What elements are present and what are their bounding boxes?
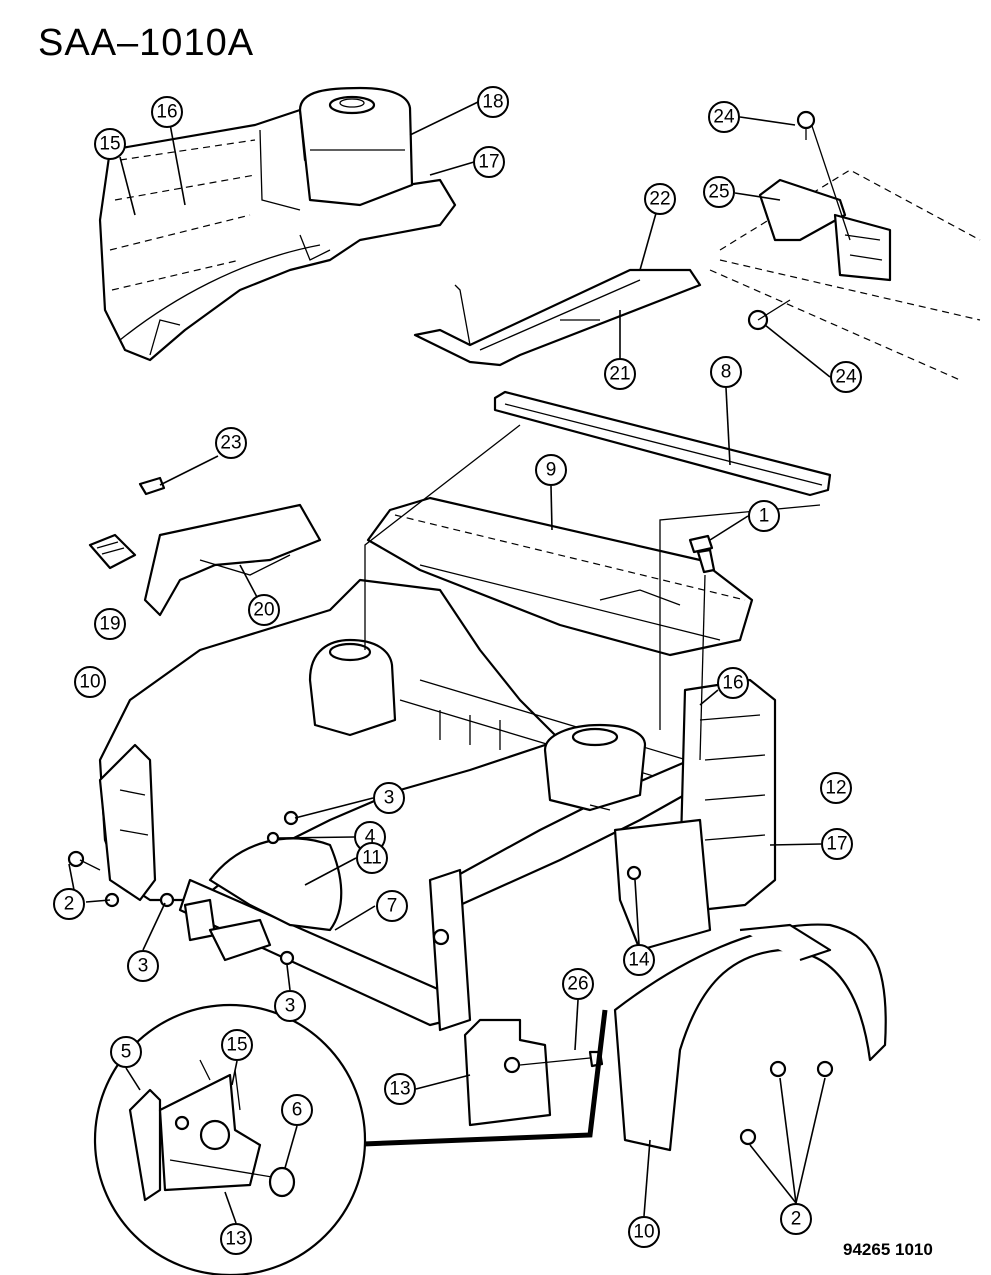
svg-text:11: 11 — [362, 848, 382, 869]
callout-9: 9 — [535, 454, 567, 486]
svg-text:6: 6 — [292, 1100, 303, 1121]
callout-7: 7 — [376, 890, 408, 922]
detail-view — [93, 1003, 367, 1275]
fender-shock-tower-assembly — [98, 86, 457, 362]
callout-17-a: 17 — [473, 146, 505, 178]
svg-text:13: 13 — [389, 1079, 410, 1100]
callout-6: 6 — [281, 1094, 313, 1126]
callout-18: 18 — [477, 86, 509, 118]
svg-text:2: 2 — [64, 894, 75, 915]
callout-8: 8 — [710, 356, 742, 388]
callout-10-b: 10 — [628, 1216, 660, 1248]
svg-text:1: 1 — [759, 506, 770, 527]
svg-text:15: 15 — [99, 134, 120, 155]
callout-3-a: 3 — [373, 782, 405, 814]
callout-15-b: 15 — [221, 1029, 253, 1061]
svg-text:23: 23 — [220, 433, 241, 454]
svg-text:3: 3 — [285, 996, 296, 1017]
bolt-1 — [688, 534, 716, 574]
callout-11: 11 — [356, 842, 388, 874]
svg-text:16: 16 — [722, 673, 743, 694]
callout-21: 21 — [604, 358, 636, 390]
cowl-weatherstrip — [493, 390, 832, 497]
callout-24-a: 24 — [708, 101, 740, 133]
svg-text:19: 19 — [99, 614, 120, 635]
svg-text:14: 14 — [628, 950, 650, 971]
callout-2-b: 2 — [780, 1203, 812, 1235]
callout-22: 22 — [644, 183, 676, 215]
svg-text:20: 20 — [253, 600, 274, 621]
svg-text:10: 10 — [79, 672, 100, 693]
callout-20: 20 — [248, 594, 280, 626]
svg-text:25: 25 — [708, 182, 729, 203]
callout-leaders — [68, 101, 831, 1224]
callout-2-a: 2 — [53, 888, 85, 920]
small-parts-left — [88, 476, 322, 617]
callout-1: 1 — [748, 500, 780, 532]
svg-text:3: 3 — [138, 956, 149, 977]
svg-text:22: 22 — [649, 189, 670, 210]
assembly-leaders — [337, 424, 821, 1148]
callout-23: 23 — [215, 427, 247, 459]
callout-3-b: 3 — [127, 950, 159, 982]
callout-16-a: 16 — [151, 96, 183, 128]
svg-text:10: 10 — [633, 1222, 654, 1243]
svg-text:9: 9 — [546, 460, 557, 481]
svg-text:2: 2 — [791, 1209, 802, 1230]
svg-text:3: 3 — [384, 788, 395, 809]
svg-text:7: 7 — [387, 896, 398, 917]
svg-text:12: 12 — [825, 778, 846, 799]
callout-16-b: 16 — [717, 667, 749, 699]
svg-text:8: 8 — [721, 362, 732, 383]
callout-14: 14 — [623, 944, 655, 976]
callout-19: 19 — [94, 608, 126, 640]
callout-17-b: 17 — [821, 828, 853, 860]
callout-5: 5 — [110, 1036, 142, 1068]
engine-compartment-body — [98, 578, 887, 1152]
fasteners — [67, 810, 834, 1146]
callout-26: 26 — [562, 968, 594, 1000]
svg-text:5: 5 — [121, 1042, 132, 1063]
svg-text:21: 21 — [609, 364, 630, 385]
svg-text:16: 16 — [156, 102, 177, 123]
diagram-title: SAA–1010A — [38, 22, 255, 64]
svg-text:24: 24 — [713, 107, 735, 128]
callout-13-b: 13 — [220, 1223, 252, 1255]
callout-24-b: 24 — [830, 361, 862, 393]
svg-text:17: 17 — [478, 152, 499, 173]
figure-code: 94265 1010 — [843, 1240, 933, 1259]
svg-text:13: 13 — [225, 1229, 246, 1250]
callout-12: 12 — [820, 772, 852, 804]
cowl-bracket — [413, 268, 702, 367]
svg-text:4: 4 — [365, 827, 376, 848]
svg-text:26: 26 — [567, 974, 588, 995]
svg-text:15: 15 — [226, 1035, 247, 1056]
hood-hinge-bracket — [709, 110, 981, 381]
svg-text:17: 17 — [826, 834, 847, 855]
callout-13-a: 13 — [384, 1073, 416, 1105]
svg-text:18: 18 — [482, 92, 503, 113]
callout-25: 25 — [703, 176, 735, 208]
cowl-plenum-panel — [366, 496, 754, 657]
callout-10-a: 10 — [74, 666, 106, 698]
callout-15-a: 15 — [94, 128, 126, 160]
svg-text:24: 24 — [835, 367, 857, 388]
callout-3-c: 3 — [274, 990, 306, 1022]
